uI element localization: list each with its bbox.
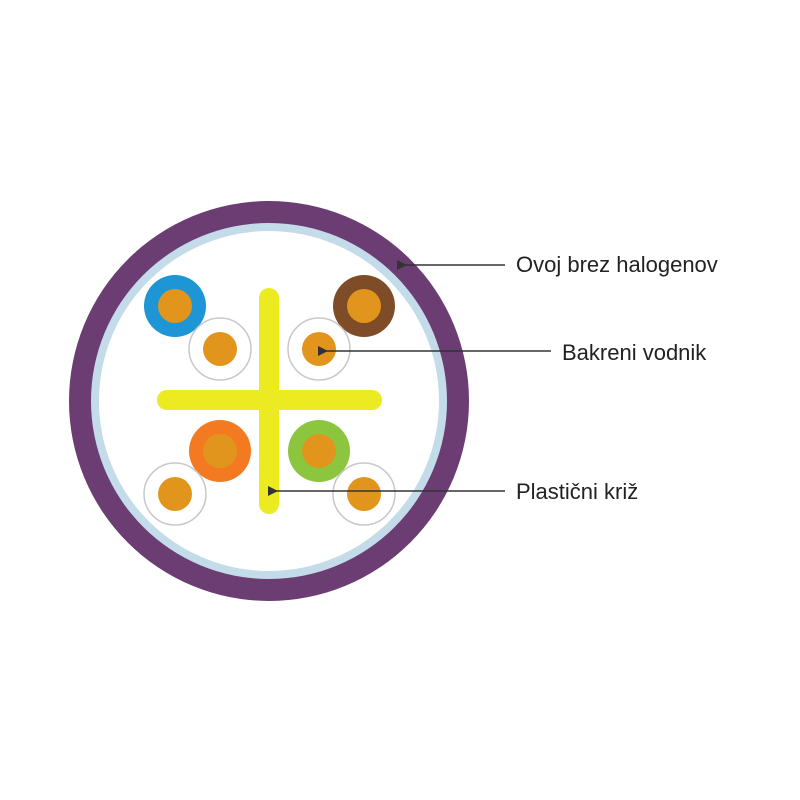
orange-white-conductor-copper — [158, 477, 192, 511]
pair-blue — [144, 275, 252, 381]
label-copper-conductor: Bakreni vodnik — [562, 340, 707, 365]
pair-green — [288, 420, 396, 526]
blue-white-conductor-copper — [203, 332, 237, 366]
orange-conductor-copper — [203, 434, 237, 468]
plastic-cross-vertical-bar — [259, 288, 279, 514]
green-conductor-copper — [302, 434, 336, 468]
label-halogen-free-jacket: Ovoj brez halogenov — [516, 252, 718, 277]
pair-orange — [143, 420, 251, 526]
label-plastic-cross: Plastični križ — [516, 479, 639, 504]
blue-conductor-copper — [158, 289, 192, 323]
green-white-conductor-copper — [347, 477, 381, 511]
brown-white-conductor-copper — [302, 332, 336, 366]
plastic-cross — [157, 288, 382, 514]
brown-conductor-copper — [347, 289, 381, 323]
